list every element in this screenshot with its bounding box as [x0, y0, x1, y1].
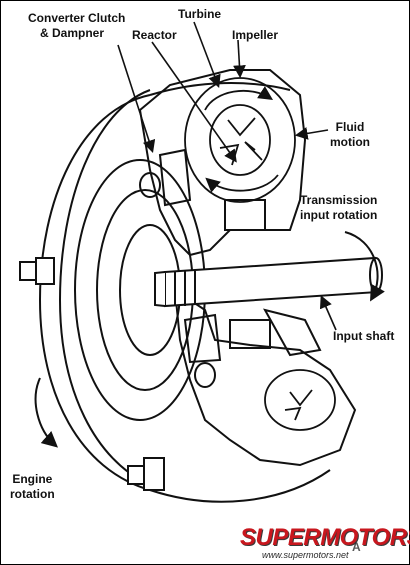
label-transmission-line1: Transmission	[300, 193, 378, 207]
label-fluid-motion: Fluid motion	[330, 120, 370, 150]
transmission-rotation-arrow	[344, 231, 385, 302]
engine-rotation-arrow	[34, 377, 58, 448]
label-transmission-input-rotation: Transmission input rotation	[300, 193, 377, 223]
mounting-stud-left	[19, 257, 55, 285]
label-fluid-motion-line2: motion	[330, 135, 370, 149]
mounting-stud-bottom	[127, 457, 165, 491]
label-impeller: Impeller	[232, 28, 279, 42]
label-converter-clutch-line1: Converter Clutch	[28, 11, 126, 25]
label-converter-clutch: Converter Clutch & Dampner	[28, 11, 125, 41]
label-converter-clutch-line2: & Dampner	[40, 26, 105, 40]
fluid-circuit	[184, 77, 336, 431]
input-shaft	[154, 256, 383, 308]
supermotors-watermark: SUPERMOTORS www.supermotors.net A	[232, 524, 410, 562]
leader-lines	[117, 21, 337, 331]
label-transmission-line2: input rotation	[300, 208, 378, 222]
label-input-shaft: Input shaft	[333, 329, 395, 343]
label-engine-line1: Engine	[12, 472, 53, 486]
label-turbine: Turbine	[178, 7, 222, 21]
label-engine-line2: rotation	[10, 487, 55, 501]
watermark-logo: SUPERMOTORS	[240, 524, 410, 551]
label-reactor: Reactor	[132, 28, 177, 42]
figure-code: A	[352, 540, 361, 554]
watermark-url: www.supermotors.net	[262, 550, 349, 560]
label-fluid-motion-line1: Fluid	[335, 120, 365, 134]
label-engine-rotation: Engine rotation	[10, 472, 55, 502]
